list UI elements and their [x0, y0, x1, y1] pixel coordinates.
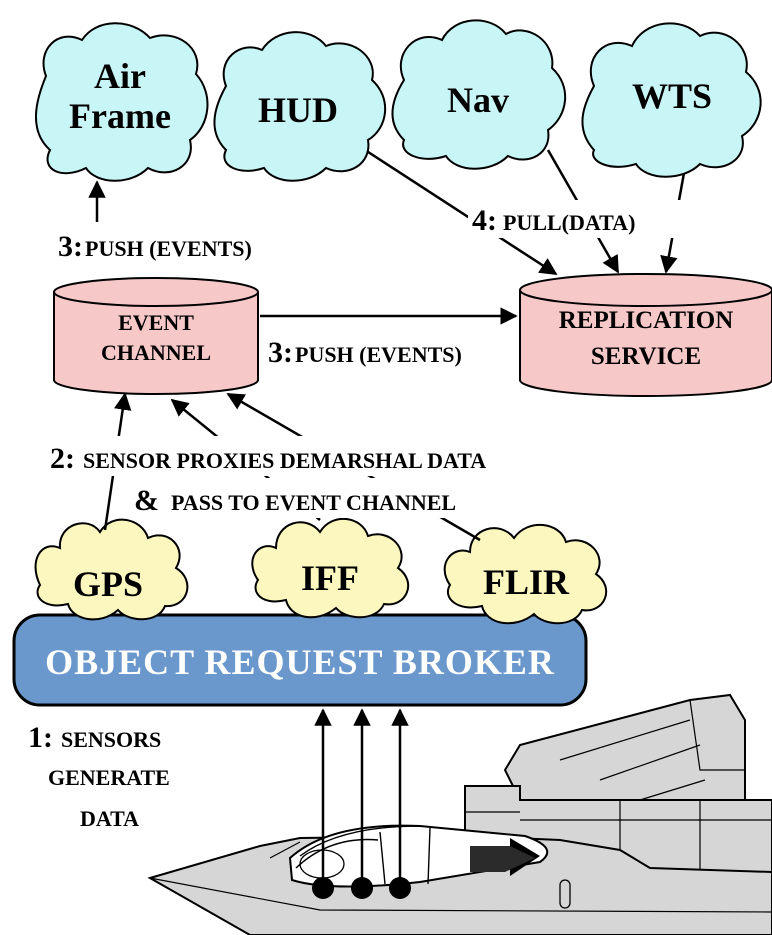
svg-text:2:SENSOR PROXIES DEMARSHAL DAT: 2:SENSOR PROXIES DEMARSHAL DATA	[50, 442, 486, 475]
svg-text:GPS: GPS	[73, 564, 143, 604]
sensor-connections	[312, 708, 411, 899]
svg-text:HUD: HUD	[258, 90, 338, 130]
sensor-port-2	[351, 877, 373, 899]
sensor-port-1	[312, 877, 334, 899]
sensor-flir-cloud: FLIR	[443, 523, 608, 625]
svg-text:Nav: Nav	[447, 80, 509, 120]
step2-label: 2:SENSOR PROXIES DEMARSHAL DATA &PASS TO…	[44, 436, 604, 518]
replication-service-cylinder: REPLICATION SERVICE	[519, 273, 772, 397]
step3-mid-label: 3:PUSH (EVENTS)	[268, 336, 462, 369]
step4-label: 4:PULL(DATA)	[468, 200, 686, 238]
svg-text:GENERATE: GENERATE	[48, 765, 170, 790]
svg-text:CHANNEL: CHANNEL	[101, 340, 211, 365]
sensor-iff-cloud: IFF	[251, 517, 410, 619]
aircraft-illustration	[147, 693, 772, 935]
svg-text:EVENT: EVENT	[118, 310, 194, 335]
svg-text:REPLICATION: REPLICATION	[559, 307, 734, 334]
sensor-port-3	[389, 877, 411, 899]
wts-cloud: WTS	[581, 22, 762, 178]
step3-left-label: 3:PUSH (EVENTS)	[58, 230, 252, 263]
svg-text:SERVICE: SERVICE	[591, 343, 701, 370]
nav-cloud: Nav	[391, 19, 566, 170]
svg-text:IFF: IFF	[301, 558, 359, 598]
svg-text:1:SENSORS: 1:SENSORS	[28, 721, 161, 754]
svg-text:3:PUSH (EVENTS): 3:PUSH (EVENTS)	[268, 336, 462, 369]
svg-text:WTS: WTS	[632, 76, 712, 116]
event-channel-cylinder: EVENT CHANNEL	[53, 277, 259, 395]
object-request-broker: OBJECT REQUEST BROKER	[12, 613, 588, 707]
step1-label: 1:SENSORS GENERATE DATA	[28, 721, 170, 831]
svg-text:&PASS TO EVENT CHANNEL: &PASS TO EVENT CHANNEL	[134, 484, 456, 517]
svg-text:Air: Air	[94, 56, 146, 96]
svg-text:3:PUSH (EVENTS): 3:PUSH (EVENTS)	[58, 230, 252, 263]
sensor-gps-cloud: GPS	[34, 518, 189, 621]
svg-text:OBJECT REQUEST BROKER: OBJECT REQUEST BROKER	[45, 642, 555, 682]
svg-text:4:PULL(DATA): 4:PULL(DATA)	[472, 204, 635, 237]
airframe-cloud: Air Frame	[35, 22, 209, 182]
hud-cloud: HUD	[213, 31, 387, 182]
svg-text:FLIR: FLIR	[483, 562, 570, 602]
svg-text:DATA: DATA	[80, 806, 139, 831]
svg-text:Frame: Frame	[69, 96, 171, 136]
